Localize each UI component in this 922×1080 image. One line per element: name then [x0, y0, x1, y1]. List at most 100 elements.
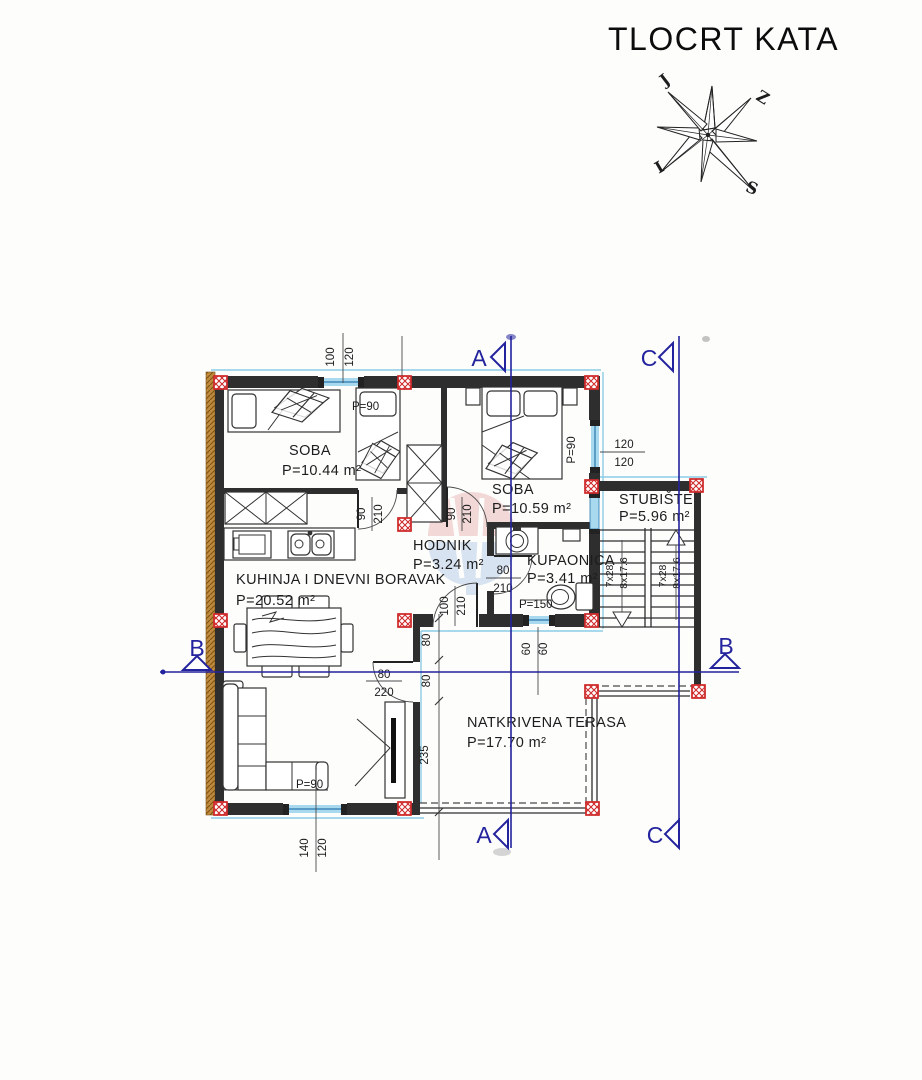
dim-window-bath-h: 60	[538, 643, 550, 656]
kitchen-tall-cabinets	[224, 491, 308, 525]
column-marker	[689, 478, 704, 493]
parapet-south: P=90	[296, 779, 323, 791]
dim-door-soba1-w: 90	[356, 508, 368, 521]
dim-door-bath-w: 80	[497, 565, 510, 577]
dim-window-east-h: 120	[614, 457, 633, 469]
dining-table	[233, 595, 354, 678]
bath-sink	[495, 526, 539, 555]
svg-text:P=3.41 m²: P=3.41 m²	[527, 571, 598, 587]
tv-cabinet	[354, 701, 406, 799]
section-marker-b-right: B	[708, 633, 742, 669]
stair-arrow-down	[612, 540, 632, 628]
door-terrace	[432, 582, 478, 628]
svg-text:P=17.70 m²: P=17.70 m²	[467, 735, 546, 751]
svg-text:P=3.24 m²: P=3.24 m²	[413, 557, 484, 573]
column-marker	[213, 613, 228, 628]
section-marker-a-bottom: A	[476, 817, 509, 851]
walls	[215, 376, 701, 815]
dim-window-south-w: 140	[299, 838, 311, 857]
svg-text:C: C	[641, 345, 658, 371]
dim-chain-seg3: 235	[419, 745, 431, 764]
bed-single-2	[355, 387, 401, 481]
dim-window-north-w: 100	[325, 347, 337, 366]
double-bed	[465, 386, 578, 480]
parapet-north: P=90	[352, 401, 379, 413]
section-marker-c-top: C	[641, 340, 674, 374]
bed-single-1	[227, 387, 341, 433]
entry-door-landing	[589, 493, 600, 534]
doors	[357, 486, 533, 703]
kitchen-counter	[223, 527, 356, 561]
door-soba2	[446, 486, 488, 528]
column-marker	[397, 375, 412, 390]
insulation-strip	[205, 371, 216, 816]
svg-text:STUBIŠTE: STUBIŠTE	[619, 491, 693, 508]
columns	[213, 375, 706, 816]
dim-chain-seg2: 80	[421, 675, 433, 688]
stair-run-label-1: 7x28	[604, 564, 616, 587]
parapet-bath: P=150	[519, 599, 553, 611]
dim-door-soba2-h: 210	[462, 504, 474, 523]
window-bath	[523, 615, 555, 626]
parapet-east: P=90	[566, 436, 578, 463]
dim-chain-seg1: 80	[421, 634, 433, 647]
section-b-line-end	[160, 669, 166, 675]
door-living-terrace	[372, 661, 414, 703]
window-north	[318, 377, 364, 388]
column-marker	[584, 684, 599, 699]
svg-text:KUHINJA I DNEVNI BORAVAK: KUHINJA I DNEVNI BORAVAK	[236, 572, 446, 588]
dim-door-terrace-w: 100	[439, 596, 451, 615]
column-marker	[397, 517, 412, 532]
column-marker	[585, 801, 600, 816]
section-marker-a-top: A	[471, 340, 506, 374]
column-marker	[584, 479, 599, 494]
furniture	[222, 386, 594, 799]
facade-contour	[211, 369, 707, 819]
dim-door-bath-h: 210	[493, 583, 512, 595]
stair-rise-label-1: 8x17.6	[618, 557, 630, 589]
stair-rise-label-2: 8x17.6	[671, 557, 683, 589]
sheet-title: TLOCRT KATA	[608, 21, 839, 57]
svg-text:HODNIK: HODNIK	[413, 538, 472, 554]
column-marker	[397, 613, 412, 628]
window-east	[590, 420, 600, 473]
dim-window-east-w: 120	[614, 439, 633, 451]
dim-door-living-h: 220	[374, 687, 393, 699]
staircase: 7x28 8x17.6 7x28 8x17.6	[598, 528, 701, 628]
window-south	[283, 804, 347, 815]
bath-shelf	[562, 528, 581, 542]
column-marker	[397, 801, 412, 816]
svg-text:A: A	[476, 822, 492, 848]
windows	[283, 377, 600, 815]
column-marker	[584, 375, 599, 390]
dim-window-north-h: 120	[344, 347, 356, 366]
wardrobe	[406, 444, 443, 523]
room-hodnik: HODNIK P=3.24 m²	[413, 538, 484, 573]
stair-arrow-up	[666, 529, 686, 620]
section-lines: A C A C B B	[160, 334, 742, 856]
toilet	[546, 582, 594, 611]
section-marker-b-left: B	[180, 635, 214, 671]
svg-text:P=10.59 m²: P=10.59 m²	[492, 501, 571, 517]
svg-text:SOBA: SOBA	[492, 482, 534, 498]
svg-text:NATKRIVENA TERASA: NATKRIVENA TERASA	[467, 715, 626, 731]
door-bath	[493, 555, 533, 595]
column-marker	[213, 801, 228, 816]
dim-door-soba2-w: 90	[446, 508, 458, 521]
kitchen-sink	[287, 530, 335, 559]
door-soba1	[357, 489, 398, 530]
column-marker	[584, 613, 599, 628]
room-kupaonica: KUPAONICA P=3.41 m²	[527, 553, 615, 587]
svg-text:P=10.44 m²: P=10.44 m²	[282, 463, 361, 479]
svg-text:KUPAONICA: KUPAONICA	[527, 553, 615, 569]
section-marker-c-bottom: C	[647, 817, 680, 851]
compass-rose	[656, 85, 758, 191]
svg-text:C: C	[647, 822, 664, 848]
terrace-edges	[420, 685, 705, 814]
